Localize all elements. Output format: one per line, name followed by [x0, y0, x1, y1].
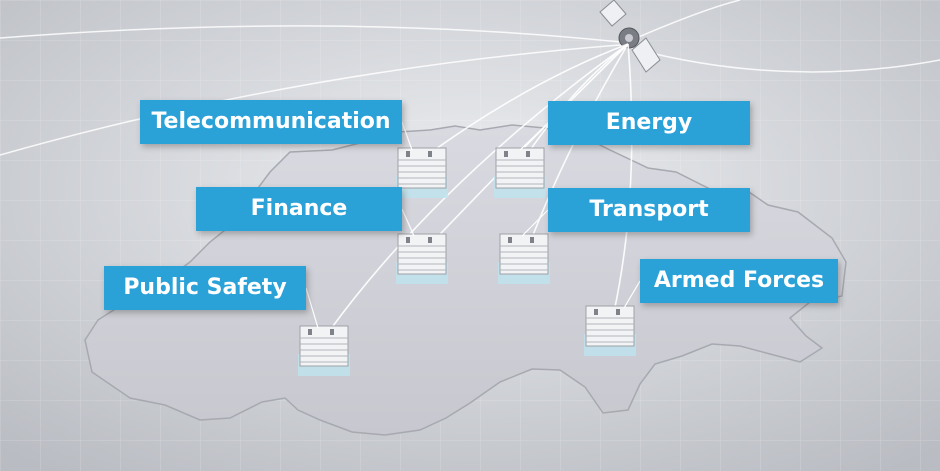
label-connectors: [305, 121, 641, 329]
label-armed-forces: Armed Forces: [640, 259, 838, 303]
data-center-telecommunication: [396, 147, 448, 198]
data-center-transport: [498, 233, 550, 284]
data-center-armed-forces: [584, 305, 636, 356]
label-energy: Energy: [548, 101, 750, 145]
data-center-public-safety: [298, 325, 350, 376]
data-center-energy: [494, 147, 546, 198]
orbit-arcs: [0, 0, 940, 156]
label-transport: Transport: [548, 188, 750, 232]
label-public-safety: Public Safety: [104, 266, 306, 310]
data-center-finance: [396, 233, 448, 284]
label-telecommunication: Telecommunication: [140, 100, 402, 144]
satellite-icon: [599, 0, 661, 73]
label-finance: Finance: [196, 187, 402, 231]
